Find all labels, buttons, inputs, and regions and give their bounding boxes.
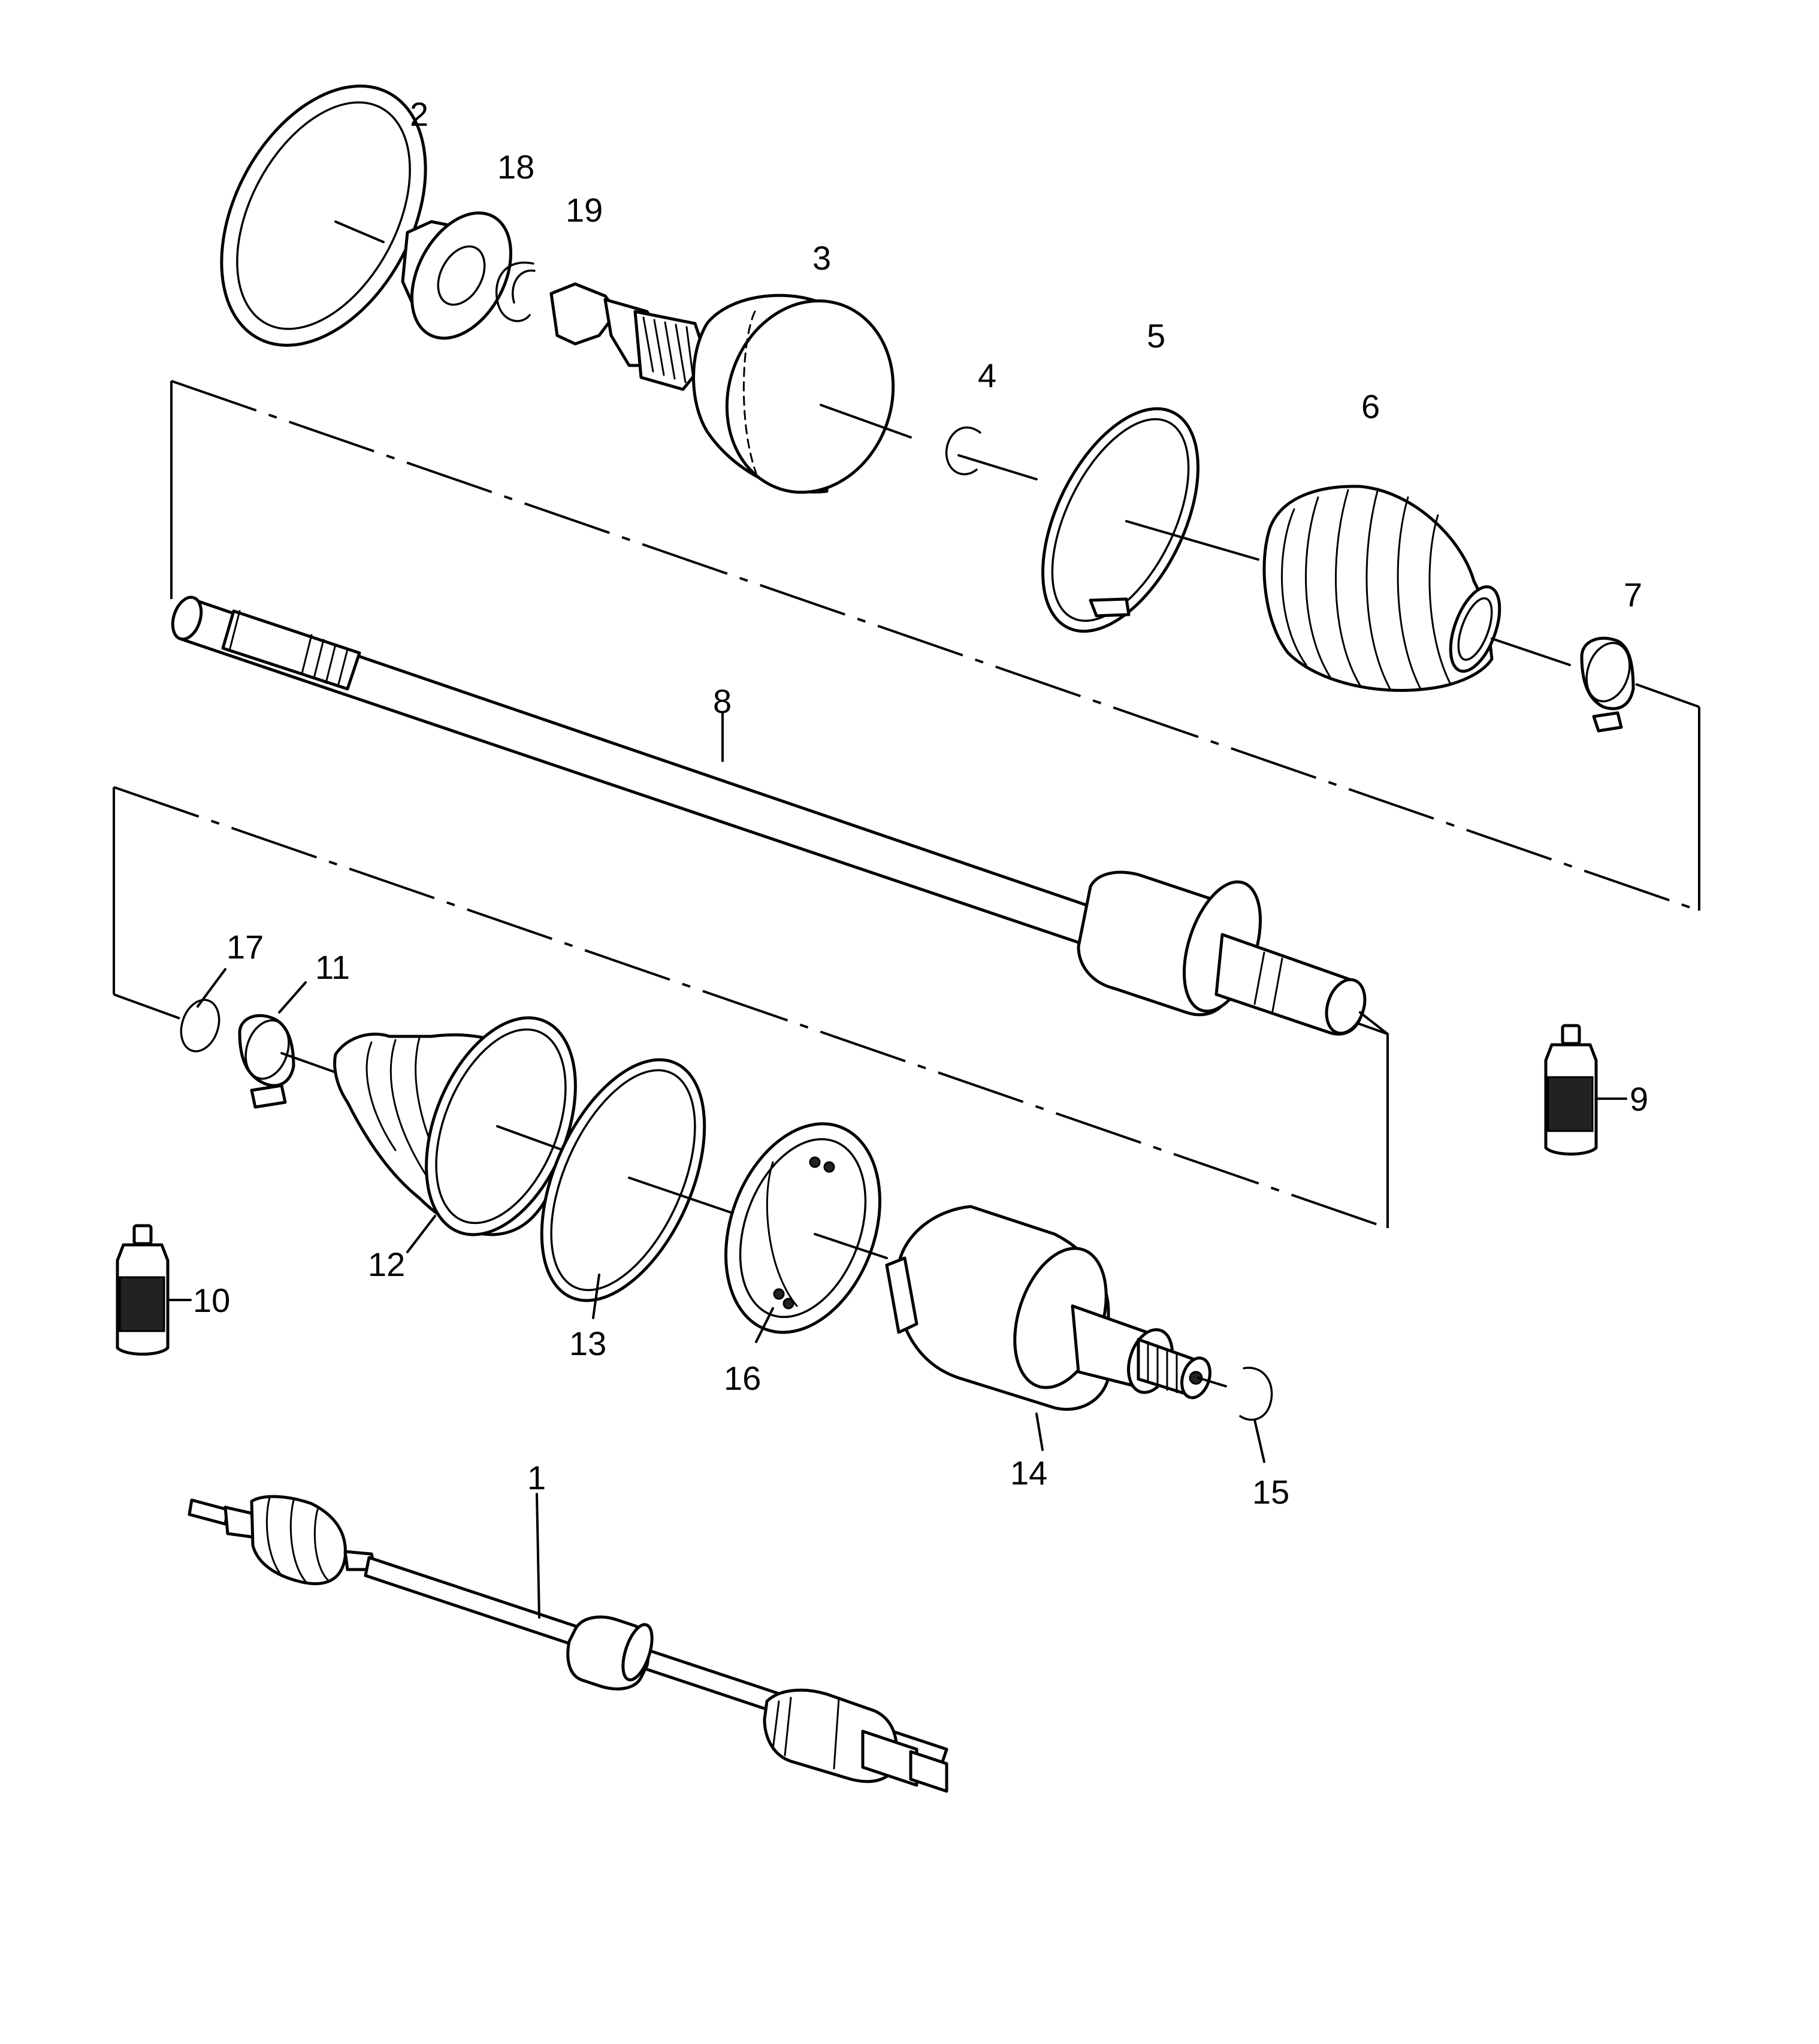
half-shaft-part: [171, 595, 1389, 1036]
callout-4: 4: [978, 356, 996, 394]
inner-cv-joint-part: [885, 1205, 1227, 1451]
callout-13: 13: [569, 1325, 606, 1362]
callout-16: 16: [724, 1359, 761, 1397]
callout-9: 9: [1630, 1080, 1648, 1118]
callout-11: 11: [315, 948, 350, 986]
drive-shaft-assembly-part: [188, 1493, 948, 1793]
callouts: 2 18 19 3 4 5 6 7 8 17 11 9 12 10 13 16 …: [193, 95, 1648, 1511]
snap-ring-4-part: [945, 426, 1038, 480]
callout-19: 19: [566, 191, 603, 229]
outer-cv-boot-part: [1262, 485, 1571, 692]
callout-5: 5: [1147, 317, 1165, 355]
snap-ring-15-part: [1239, 1366, 1273, 1463]
snap-ring-17-part: [180, 968, 226, 1053]
callout-8: 8: [713, 682, 732, 720]
grease-bottle-9-part: [1544, 1024, 1627, 1156]
large-clamp-band-part: [1041, 407, 1259, 633]
callout-7: 7: [1624, 576, 1642, 613]
callout-3: 3: [812, 239, 831, 277]
callout-10: 10: [193, 1281, 230, 1319]
inner-cv-boot-part: [333, 1016, 577, 1253]
small-clamp-lower-part: [238, 981, 337, 1109]
large-clamp-lower-part: [540, 1058, 732, 1319]
callout-1: 1: [527, 1459, 546, 1496]
callout-17: 17: [226, 928, 264, 966]
callout-18: 18: [497, 148, 534, 186]
small-clamp-part: [1580, 636, 1635, 733]
axle-nut-part: [401, 211, 512, 340]
callout-15: 15: [1252, 1473, 1289, 1511]
upper-assembly-frame: [170, 380, 1700, 912]
outer-cv-joint-part: [549, 282, 912, 494]
callout-12: 12: [368, 1245, 405, 1283]
seal-ring-part: [220, 84, 427, 347]
snap-ring-upper-part: [495, 261, 536, 322]
callout-14: 14: [1010, 1454, 1047, 1492]
tripod-cage-part: [724, 1122, 888, 1343]
callout-2: 2: [410, 95, 428, 133]
grease-bottle-10-part: [116, 1224, 192, 1356]
callout-6: 6: [1361, 388, 1380, 425]
